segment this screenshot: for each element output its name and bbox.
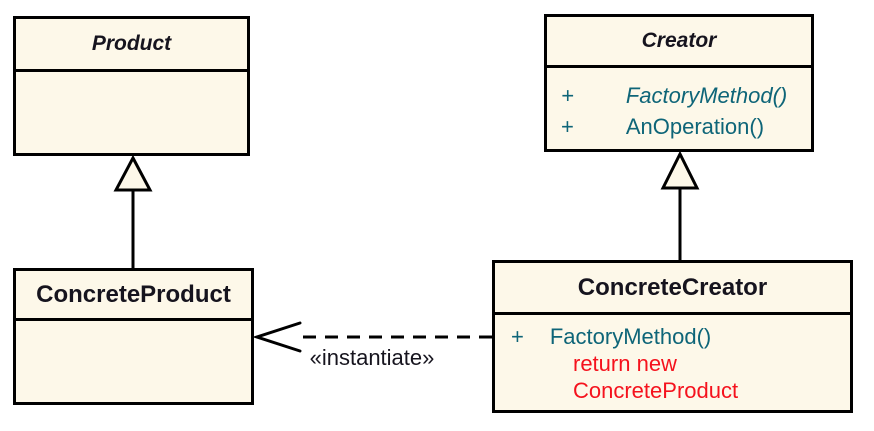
- class-title-creator: Creator: [547, 17, 811, 68]
- class-box-creator: Creator + FactoryMethod() + AnOperation(): [544, 14, 814, 152]
- method-concretecreator-factorymethod: + FactoryMethod(): [495, 323, 850, 350]
- inheritance-arrow-concreteproduct-to-product: [113, 154, 153, 269]
- pseudocode-note-line-2: ConcreteProduct: [573, 378, 739, 403]
- method-label: FactoryMethod(): [625, 83, 788, 108]
- class-body-concretecreator: + FactoryMethod() return new ConcreteProd…: [495, 315, 850, 410]
- visibility-marker: +: [561, 83, 574, 108]
- class-box-concretecreator: ConcreteCreator + FactoryMethod() return …: [492, 260, 853, 413]
- hollow-triangle-icon: [113, 154, 153, 192]
- method-creator-anoperation: + AnOperation(): [547, 111, 811, 142]
- class-box-product: Product: [13, 16, 250, 156]
- class-body-concreteproduct: [16, 321, 251, 402]
- method-label: AnOperation(): [625, 114, 765, 139]
- class-title-product: Product: [16, 19, 247, 72]
- inheritance-arrow-concretecreator-to-creator: [660, 150, 700, 261]
- visibility-marker: +: [561, 114, 574, 139]
- instantiate-label: «instantiate»: [309, 345, 435, 370]
- class-title-concreteproduct: ConcreteProduct: [16, 271, 251, 321]
- class-body-creator: + FactoryMethod() + AnOperation(): [547, 68, 811, 149]
- pseudocode-note-line-1: return new: [573, 351, 677, 376]
- method-label: FactoryMethod(): [549, 324, 712, 349]
- class-title-concretecreator: ConcreteCreator: [495, 263, 850, 315]
- visibility-marker: +: [511, 324, 524, 349]
- hollow-triangle-icon: [660, 150, 700, 190]
- class-body-product: [16, 72, 247, 153]
- method-creator-factorymethod: + FactoryMethod(): [547, 80, 811, 111]
- class-box-concreteproduct: ConcreteProduct: [13, 268, 254, 405]
